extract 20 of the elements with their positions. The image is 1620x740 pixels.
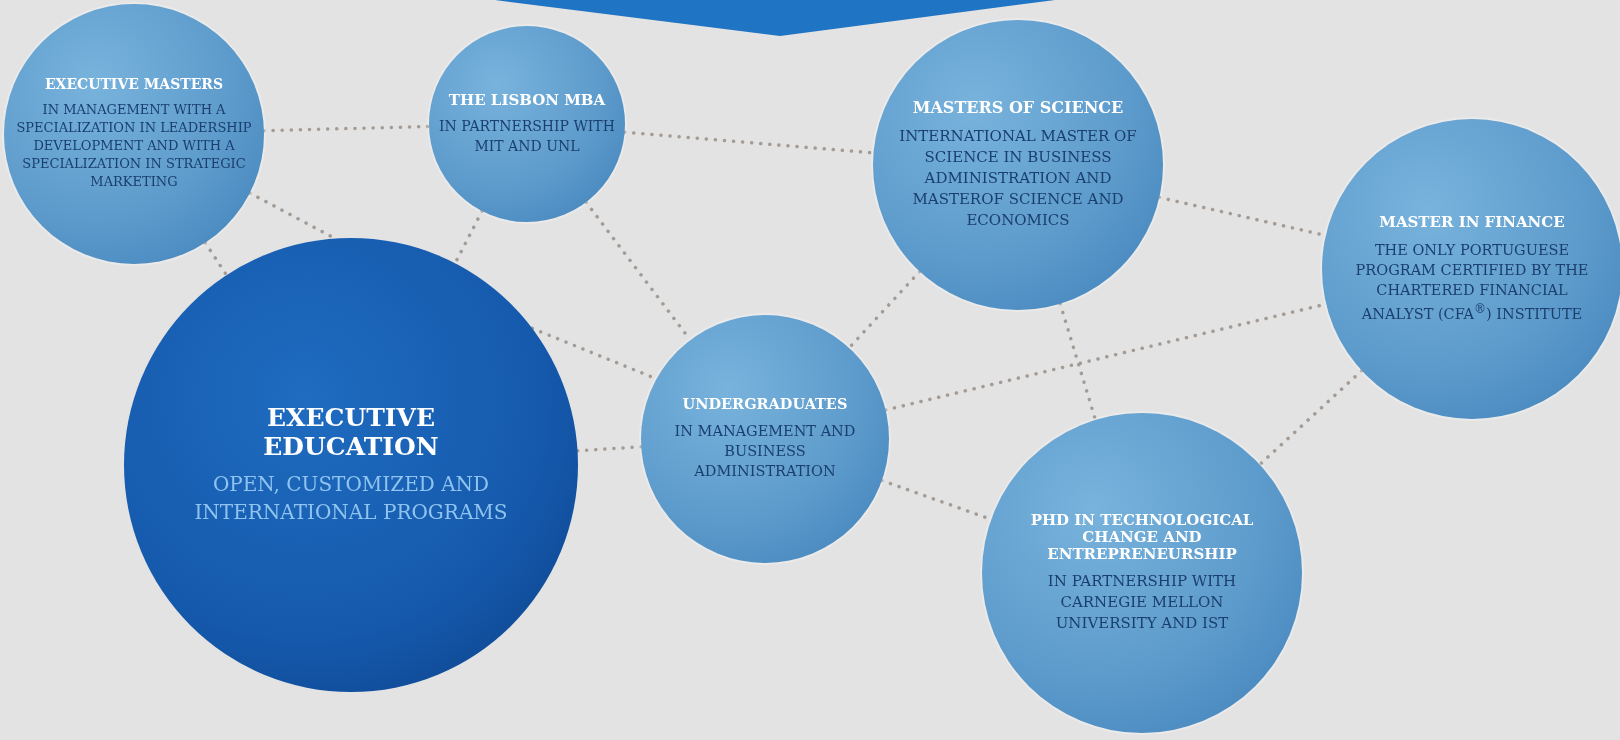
dotted-connector <box>847 269 922 350</box>
dotted-connector <box>203 240 229 277</box>
program-description: IN PARTNERSHIP WITH MIT AND UNL <box>438 117 616 156</box>
program-title: PHD IN TECHNOLOGICAL CHANGE AND ENTREPRENEURSHIP <box>1029 511 1255 564</box>
program-description: OPEN, CUSTOMIZED AND INTERNATIONAL PROGRAMS <box>193 470 509 526</box>
program-description: IN MANAGEMENT AND BUSINESS ADMINISTRATION <box>673 421 857 482</box>
program-title: EXECUTIVE EDUCATION <box>262 404 440 462</box>
dotted-connector <box>262 124 431 133</box>
program-title: UNDERGRADUATES <box>681 396 849 413</box>
program-title: EXECUTIVE MASTERS <box>43 76 225 93</box>
dotted-connector <box>575 445 643 453</box>
program-description: THE ONLY PORTUGUESE PROGRAM CERTIFIED BY THE CHARTERED FINANCIAL ANALYST (CFA$^{®}$) INSTITUTE <box>1354 240 1590 324</box>
program-title: THE LISBON MBA <box>447 91 607 110</box>
program-title: MASTERS OF SCIENCE <box>911 99 1125 118</box>
program-title: MASTER IN FINANCE <box>1378 214 1566 232</box>
program-description: IN MANAGEMENT WITH A SPECIALIZATION IN LEADERSHIP DEVELOPMENT AND WITH A SPECIALIZATION IN STRATEGIC MARKETING <box>15 100 253 192</box>
program-description: INTERNATIONAL MASTER OF SCIENCE IN BUSINESS ADMINISTRATION AND MASTEROF SCIENCE AND ECONOMICS <box>898 125 1138 231</box>
program-description: IN PARTNERSHIP WITH CARNEGIE MELLON UNIVERSITY AND IST <box>1046 571 1238 635</box>
dotted-connector <box>1257 368 1364 467</box>
dotted-connector <box>1058 302 1098 422</box>
